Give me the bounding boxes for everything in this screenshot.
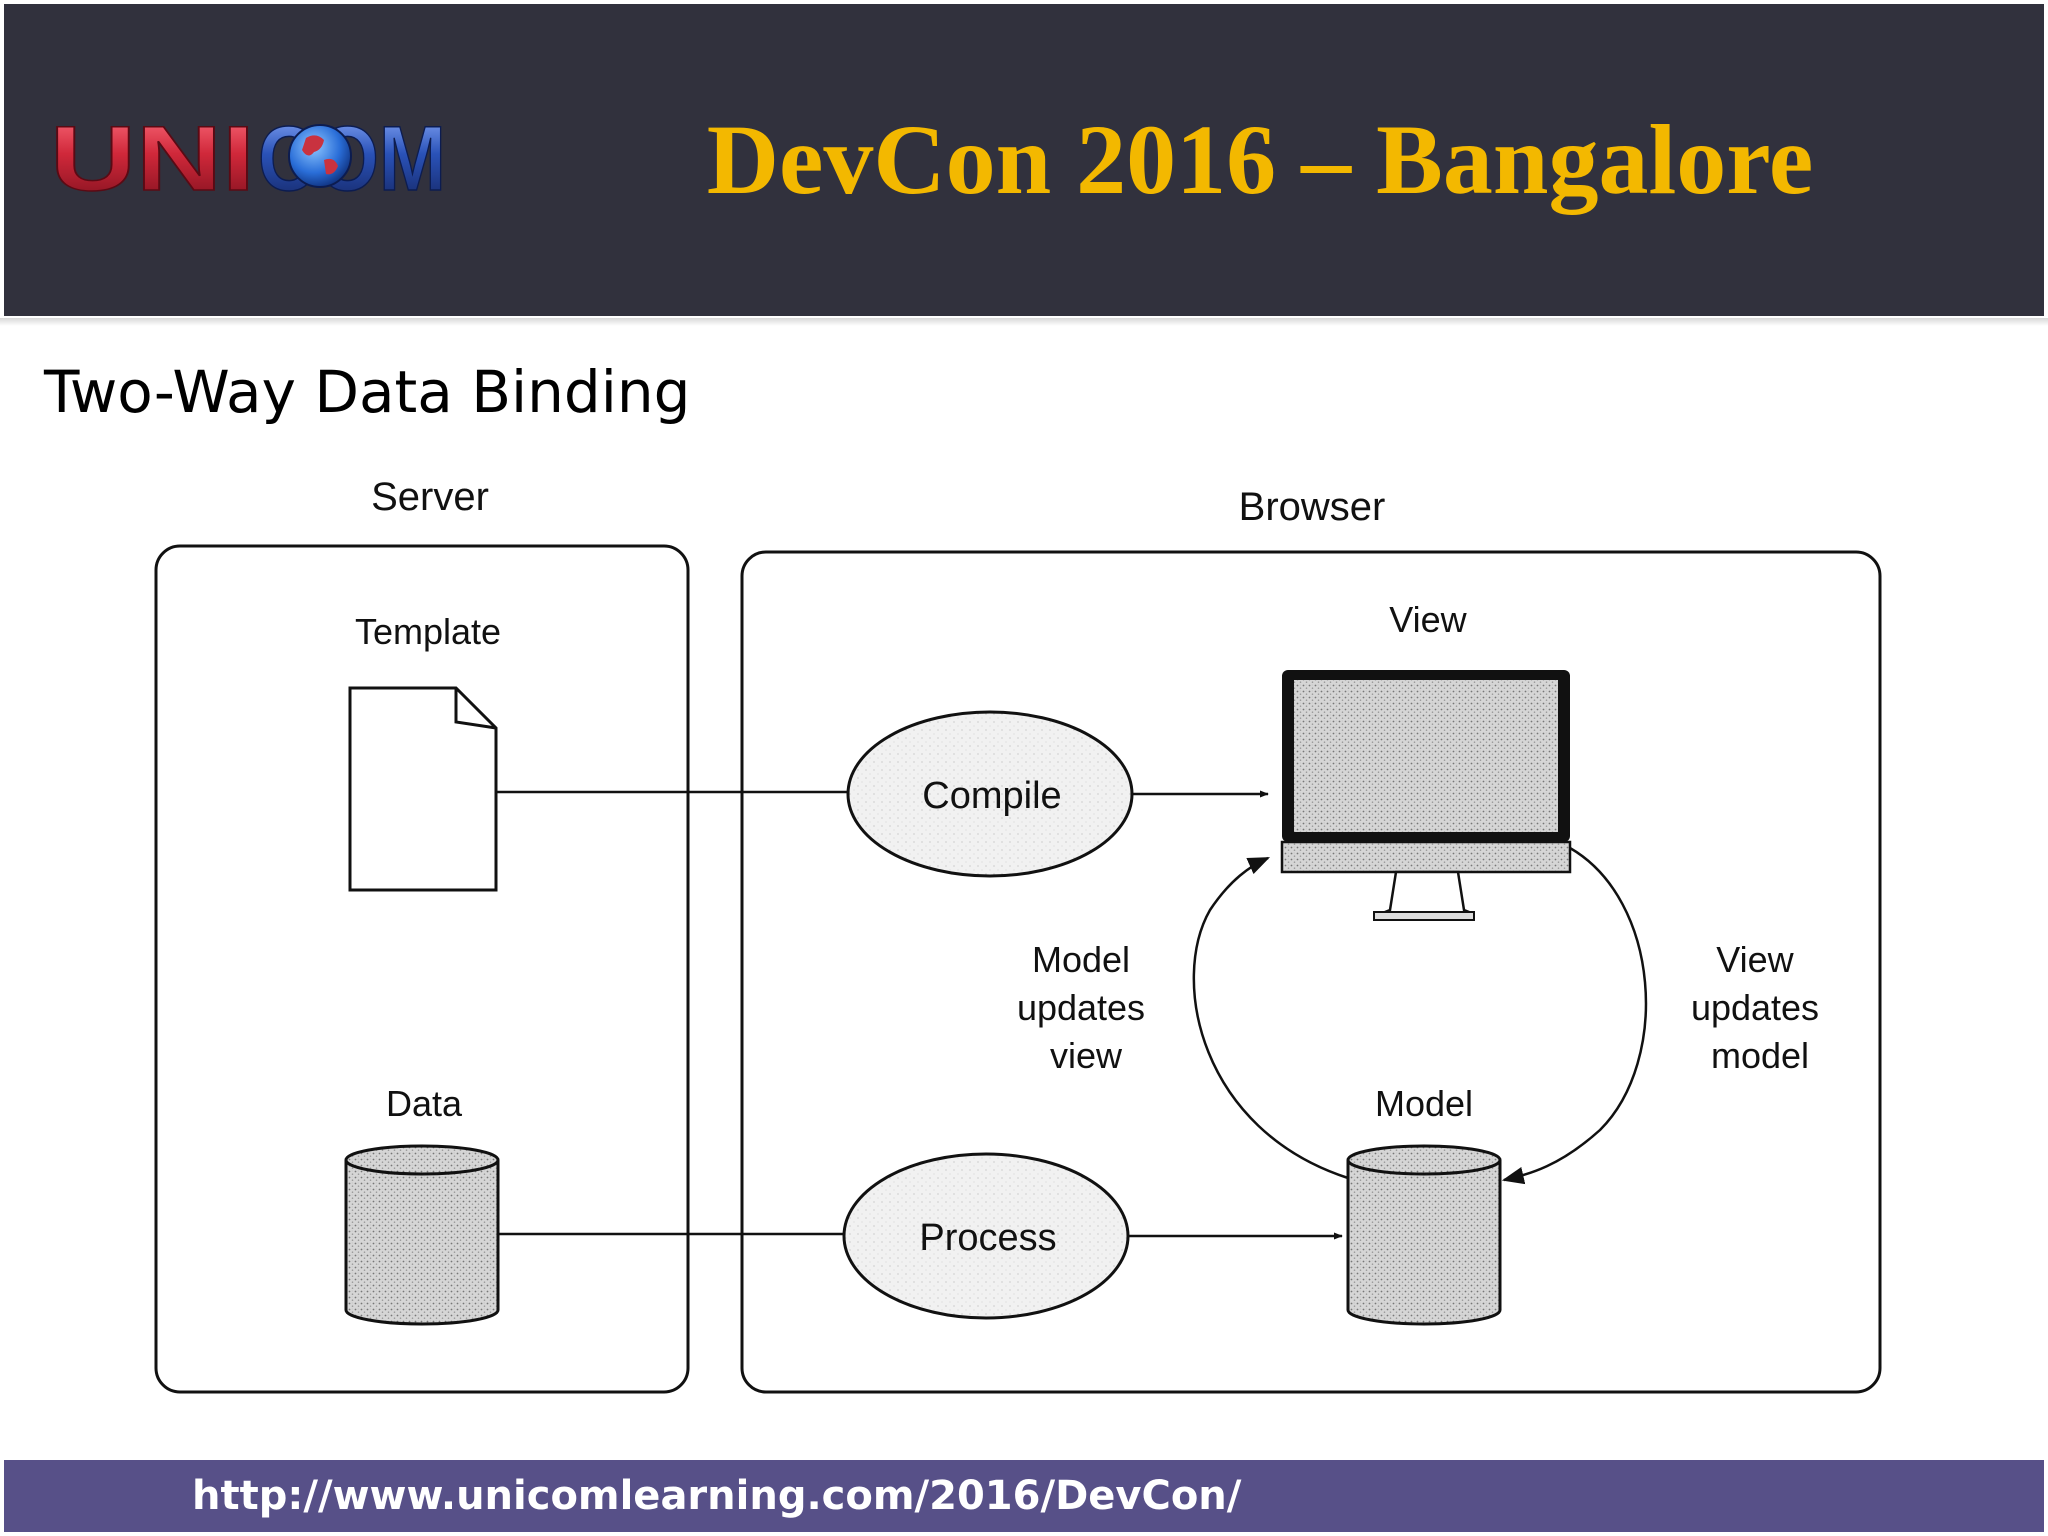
server-box [154, 544, 690, 1394]
globe-icon [288, 124, 352, 188]
template-label: Template [355, 611, 501, 652]
data-cylinder-icon [344, 1144, 500, 1326]
svg-text:UNI: UNI [50, 112, 255, 202]
page-title: DevCon 2016 – Bangalore [706, 104, 1814, 215]
unicom-logo: UNI COM [49, 112, 447, 202]
model-label: Model [1375, 1083, 1473, 1124]
header-divider [0, 318, 2048, 326]
process-label: Process [919, 1217, 1056, 1259]
footer-bar [4, 1460, 2044, 1532]
server-label: Server [371, 475, 489, 519]
compile-label: Compile [922, 775, 1061, 817]
template-document-icon [348, 686, 498, 892]
monitor-icon [1280, 670, 1572, 921]
browser-box [740, 550, 1882, 1394]
model-updates-view-label: Model updates view [1017, 939, 1155, 1076]
model-cylinder-icon [1346, 1144, 1502, 1326]
view-updates-model-arrow [1501, 846, 1648, 1185]
slide-subtitle: Two-Way Data Binding [44, 358, 691, 426]
browser-label: Browser [1239, 485, 1386, 529]
model-updates-view-arrow [1192, 856, 1349, 1180]
data-label: Data [386, 1083, 463, 1124]
footer-url-link[interactable]: http://www.unicomlearning.com/2016/DevCo… [192, 1473, 1242, 1519]
view-updates-model-label: View updates model [1691, 939, 1829, 1076]
view-label: View [1389, 599, 1467, 640]
